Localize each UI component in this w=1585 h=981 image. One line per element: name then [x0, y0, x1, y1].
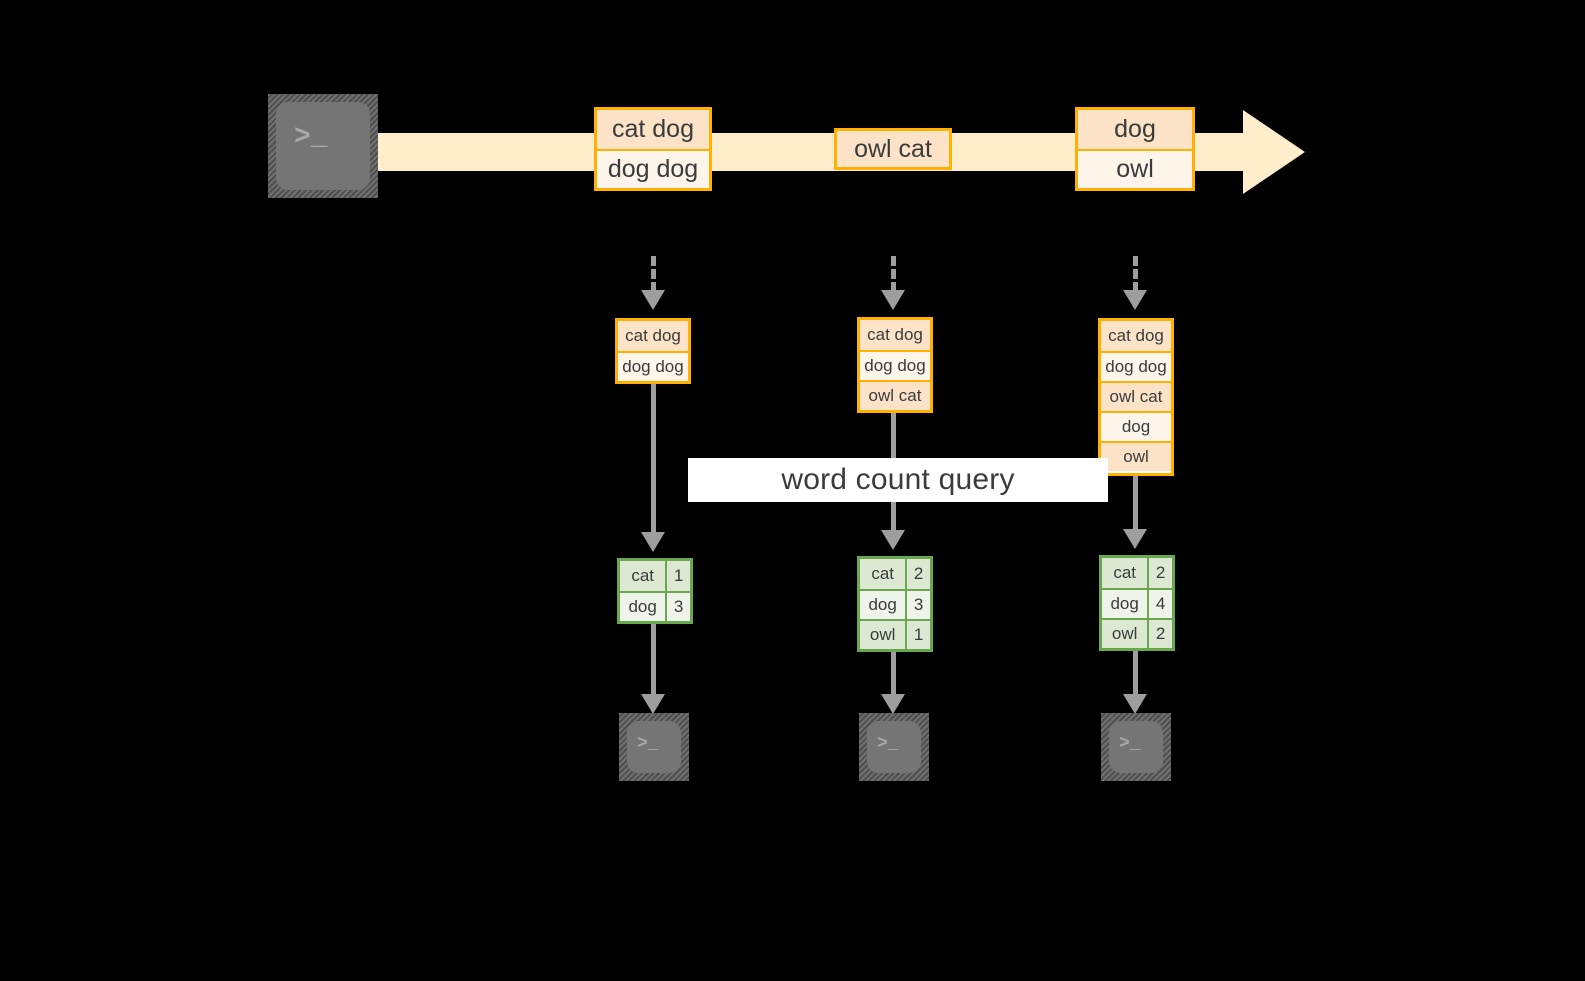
terminal-prompt-glyph: >_ [294, 122, 328, 153]
table-cell-value: 3 [665, 593, 690, 621]
table-row: dog 4 [1102, 588, 1172, 618]
snapshot-tap-arrowhead-1 [641, 290, 665, 310]
terminal-prompt-glyph: >_ [877, 734, 899, 754]
buffer-row: owl [1101, 441, 1171, 471]
table-cell-key: owl [860, 621, 906, 649]
terminal-screen: >_ [276, 102, 370, 190]
terminal-screen: >_ [867, 721, 921, 773]
query-label: word count query [781, 463, 1015, 496]
buffer-row: dog [1101, 411, 1171, 441]
snapshot-tap-arrowhead-2 [881, 290, 905, 310]
result-table-2[interactable]: cat 2 dog 3 owl 1 [857, 556, 933, 652]
sink-flow-arrowhead-3 [1123, 694, 1147, 714]
buffer-row: cat dog [618, 321, 688, 351]
terminal-screen: >_ [627, 721, 681, 773]
buffer-row: cat dog [1101, 321, 1171, 351]
table-row: cat 2 [1102, 558, 1172, 588]
table-cell-value: 1 [905, 621, 930, 649]
buffer-row: owl cat [860, 380, 930, 410]
event-row: dog dog [597, 148, 709, 188]
sink-terminal-icon-3[interactable]: >_ [1101, 713, 1171, 781]
snapshot-tap-line-3 [1133, 256, 1138, 292]
buffer-row: owl cat [1101, 381, 1171, 411]
buffer-row: cat dog [860, 320, 930, 350]
table-row: cat 2 [860, 559, 930, 589]
source-terminal-icon[interactable]: >_ [268, 94, 378, 198]
event-row: dog [1078, 110, 1192, 149]
table-cell-value: 2 [1147, 620, 1172, 648]
query-label-background [688, 458, 1108, 502]
buffer-row: dog dog [860, 350, 930, 380]
sink-flow-arrowhead-2 [881, 694, 905, 714]
table-row: owl 2 [1102, 618, 1172, 648]
result-table-3[interactable]: cat 2 dog 4 owl 2 [1099, 555, 1175, 651]
sink-flow-line-3 [1133, 651, 1138, 696]
snapshot-buffer-2[interactable]: cat dog dog dog owl cat [857, 317, 933, 413]
table-cell-value: 4 [1147, 590, 1172, 618]
terminal-prompt-glyph: >_ [637, 734, 659, 754]
table-cell-key: cat [1102, 558, 1148, 588]
table-cell-value: 1 [665, 561, 690, 591]
snapshot-tap-line-1 [651, 256, 656, 292]
stream-event-3[interactable]: dog owl [1075, 107, 1195, 191]
terminal-prompt-glyph: >_ [1119, 734, 1141, 754]
stream-event-2[interactable]: owl cat [834, 128, 952, 170]
event-row: cat dog [597, 110, 709, 149]
event-stream-arrowhead [1243, 110, 1305, 194]
table-cell-key: owl [1102, 620, 1148, 648]
table-cell-key: dog [860, 591, 906, 619]
query-flow-arrowhead-2 [881, 530, 905, 550]
table-cell-key: cat [620, 561, 666, 591]
snapshot-tap-arrowhead-3 [1123, 290, 1147, 310]
sink-terminal-icon-2[interactable]: >_ [859, 713, 929, 781]
table-cell-value: 2 [1147, 558, 1172, 588]
buffer-row: dog dog [618, 351, 688, 381]
table-cell-key: cat [860, 559, 906, 589]
result-table-1[interactable]: cat 1 dog 3 [617, 558, 693, 624]
query-flow-line-3 [1133, 476, 1138, 532]
table-row: dog 3 [620, 591, 690, 621]
event-row: owl cat [837, 131, 949, 167]
table-cell-key: dog [1102, 590, 1148, 618]
sink-flow-line-1 [651, 624, 656, 696]
snapshot-tap-line-2 [891, 256, 896, 292]
event-row: owl [1078, 148, 1192, 188]
sink-flow-arrowhead-1 [641, 694, 665, 714]
snapshot-buffer-1[interactable]: cat dog dog dog [615, 318, 691, 384]
table-cell-value: 2 [905, 559, 930, 589]
table-cell-value: 3 [905, 591, 930, 619]
sink-flow-line-2 [891, 652, 896, 696]
query-flow-line-1 [651, 384, 656, 534]
table-row: dog 3 [860, 589, 930, 619]
snapshot-buffer-3[interactable]: cat dog dog dog owl cat dog owl [1098, 318, 1174, 476]
query-flow-arrowhead-3 [1123, 529, 1147, 549]
table-row: owl 1 [860, 619, 930, 649]
buffer-row: dog dog [1101, 351, 1171, 381]
query-flow-arrowhead-1 [641, 532, 665, 552]
terminal-screen: >_ [1109, 721, 1163, 773]
sink-terminal-icon-1[interactable]: >_ [619, 713, 689, 781]
table-row: cat 1 [620, 561, 690, 591]
table-cell-key: dog [620, 593, 666, 621]
stream-event-1[interactable]: cat dog dog dog [594, 107, 712, 191]
